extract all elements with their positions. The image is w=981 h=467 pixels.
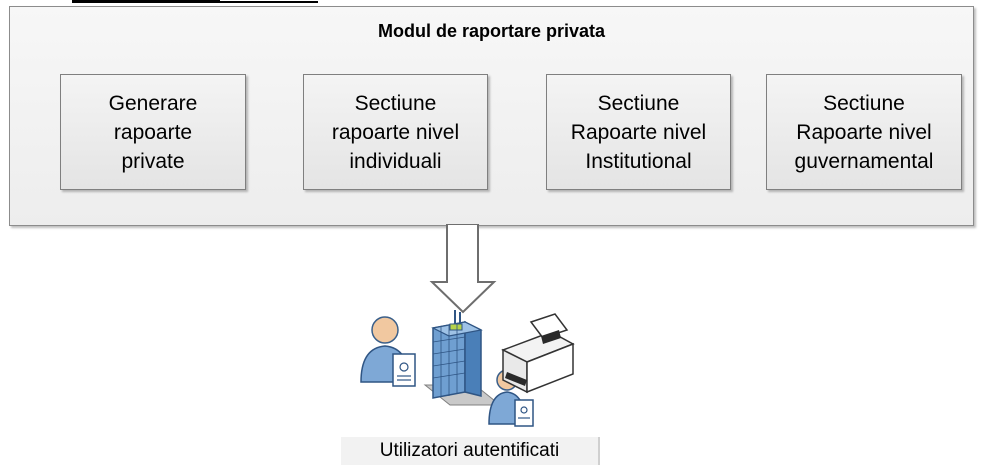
top-underline-thin	[220, 1, 318, 3]
box-label: Sectiune rapoarte nivel individuali	[331, 91, 460, 173]
printer-icon	[501, 313, 575, 394]
box-label: Sectiune Rapoarte nivel guvernamental	[794, 91, 934, 173]
down-arrow-icon	[429, 224, 497, 314]
box-rapoarte-individuali: Sectiune rapoarte nivel individuali	[303, 74, 488, 190]
caption-authenticated-users: Utilizatori autentificati	[341, 437, 600, 465]
building-icon	[423, 310, 502, 406]
users-illustration	[360, 310, 575, 427]
box-label: Sectiune Rapoarte nivel Institutional	[570, 91, 707, 173]
box-generare-rapoarte: Generare rapoarte private	[60, 74, 246, 190]
box-rapoarte-guvernamental: Sectiune Rapoarte nivel guvernamental	[766, 74, 962, 190]
box-label: Generare rapoarte private	[108, 91, 198, 173]
top-underline	[72, 0, 220, 3]
user-icon	[360, 316, 416, 387]
module-title: Modul de raportare privata	[377, 21, 606, 41]
box-rapoarte-institutional: Sectiune Rapoarte nivel Institutional	[546, 74, 731, 190]
